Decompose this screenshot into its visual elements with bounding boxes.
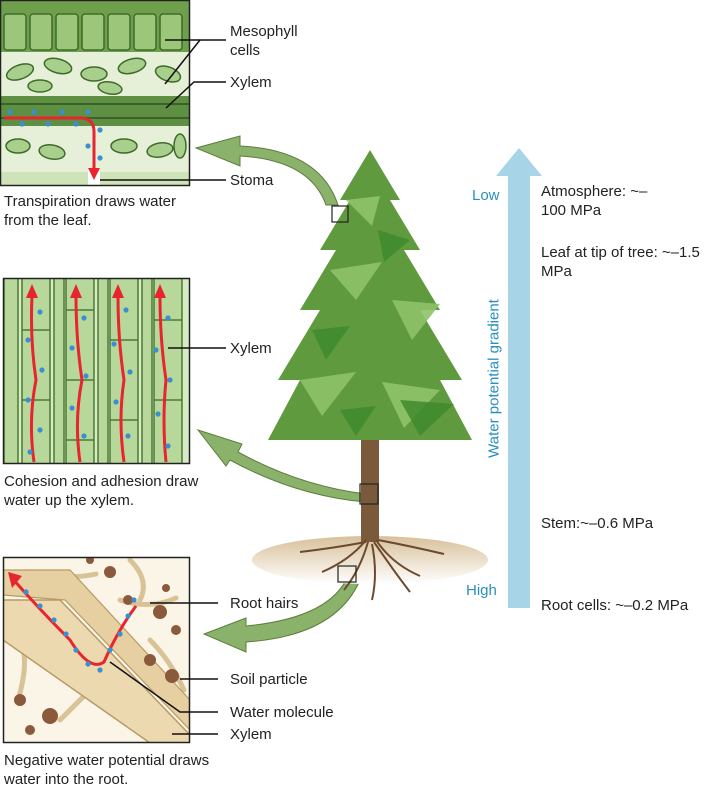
tree-roots xyxy=(299,539,445,601)
spongy-mesophyll xyxy=(5,57,182,96)
root-cells-potential: Root cells: ~–0.2 MPa xyxy=(541,597,689,614)
leaf-water-path xyxy=(4,116,96,172)
stem-xylem-panel xyxy=(2,277,191,465)
root-zoom-box xyxy=(337,565,357,583)
root-callout-arrow xyxy=(202,575,361,653)
water-molecule-label: Water molecule xyxy=(230,704,334,721)
stem-zoom-box xyxy=(359,483,379,505)
soil-mound xyxy=(252,536,488,584)
leaf-zoom-box xyxy=(331,205,349,223)
water-potential-gradient-arrow xyxy=(496,148,542,608)
gradient-high-label: High xyxy=(466,582,497,599)
root-hairs-label: Root hairs xyxy=(230,595,299,612)
leaf-cross-section-panel xyxy=(0,0,191,187)
root-xylem-label: Xylem xyxy=(230,726,272,743)
leaf-xylem-band xyxy=(0,96,190,126)
leaf-caption: Transpiration draws water from the leaf. xyxy=(4,193,177,229)
tree-illustration xyxy=(252,150,488,601)
stem-callout-arrow xyxy=(196,429,367,503)
mesophyll-label: Mesophyll cells xyxy=(230,23,298,59)
stoma-label: Stoma xyxy=(230,172,274,189)
leaf-xylem-label: Xylem xyxy=(230,74,272,91)
leaf-xylem-leader xyxy=(165,81,226,109)
leaf-callout-arrow xyxy=(194,135,339,206)
gradient-axis-label: Water potential gradient xyxy=(485,299,503,458)
tree-trunk xyxy=(361,430,379,542)
gradient-low-label: Low xyxy=(472,187,500,204)
soil-particle-label: Soil particle xyxy=(230,671,308,688)
soil-particles xyxy=(14,557,181,735)
stem-caption: Cohesion and adhesion draw water up the … xyxy=(4,473,199,509)
water-molecule-leader xyxy=(109,661,218,713)
tree-foliage xyxy=(268,150,472,440)
stem-xylem-label: Xylem xyxy=(230,340,272,357)
atmosphere-potential: Atmosphere: ~–100 MPa xyxy=(541,183,648,219)
root-caption: Negative water potential draws water int… xyxy=(4,752,210,788)
stem-potential: Stem:~–0.6 MPa xyxy=(541,515,654,532)
leaf-tip-potential: Leaf at tip of tree: ~–1.5 MPa xyxy=(541,244,700,280)
root-cross-section-panel xyxy=(2,556,191,744)
xylem-water-columns xyxy=(29,295,168,463)
